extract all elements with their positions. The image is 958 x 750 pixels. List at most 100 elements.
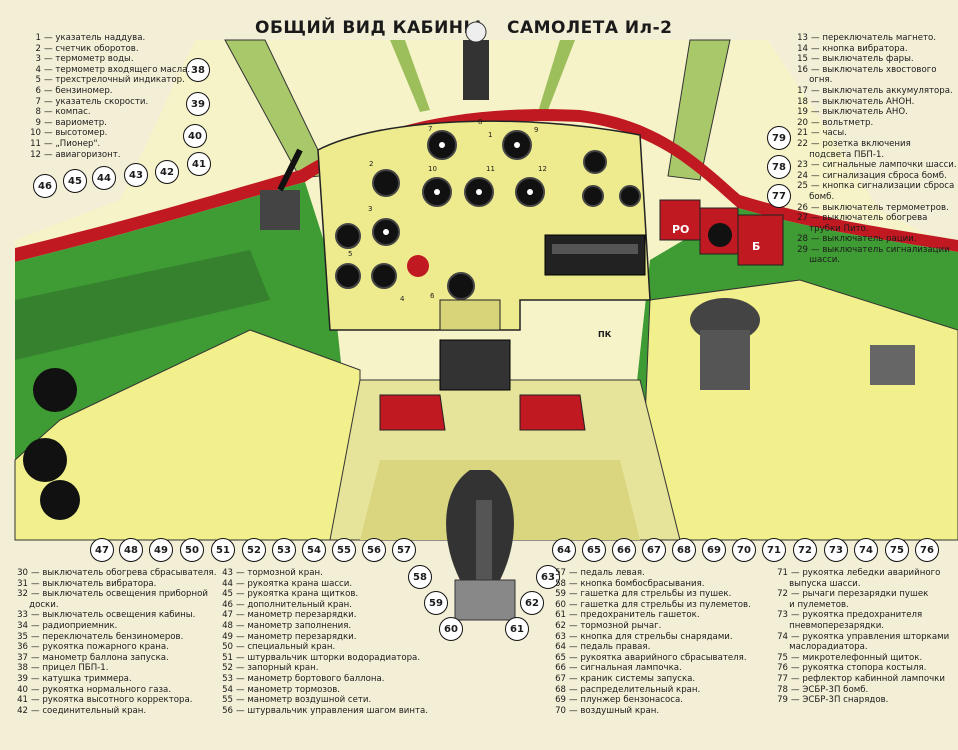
legend-entry: 36— рукоятка пожарного крана. xyxy=(10,642,216,653)
legend-number: 35 xyxy=(17,631,28,642)
legend-number: 71 xyxy=(777,568,788,578)
legend-text: — выключатель сигнализации шасси. xyxy=(809,244,950,266)
legend-text: — розетка включения подсвета ПБП-1. xyxy=(809,138,911,160)
callout-43: 43 xyxy=(124,163,148,187)
legend-text: — штурвальчик управления шагом винта. xyxy=(236,705,428,716)
callout-70: 70 xyxy=(732,538,756,562)
legend-text: — плунжер бензонасоса. xyxy=(569,695,683,706)
throttle-quadrant xyxy=(260,190,300,230)
legend-text: — выключатель аккумулятора. xyxy=(811,85,953,96)
legend-entry: 59— гашетка для стрельбы из пушек. xyxy=(548,589,751,600)
legend-entry: 33— выключатель освещения кабины. xyxy=(10,610,216,621)
legend-number: 52 xyxy=(222,663,233,674)
legend-text: — сигнализация сброса бомб. xyxy=(811,170,947,181)
legend-text: — кнопка бомбосбрасывания. xyxy=(569,578,705,589)
legend-text: — манометр заполнения. xyxy=(236,620,352,631)
legend-number: 41 xyxy=(17,695,28,706)
legend-entry: 32— выключатель освещения приборной доск… xyxy=(10,589,216,610)
legend-number: 17 xyxy=(797,85,808,96)
callout-57: 57 xyxy=(392,538,416,562)
canopy-frame-right xyxy=(667,39,731,181)
canopy-frame-center-left xyxy=(390,40,430,112)
legend-number: 63 xyxy=(555,631,566,642)
panel-number: 6 xyxy=(430,292,435,300)
callout-59: 59 xyxy=(424,591,448,615)
legend-number: 60 xyxy=(555,599,566,610)
legend-entry: 72— рычаги перезарядки пушек и пулеметов… xyxy=(770,589,949,610)
legend-text: — манометр перезарядки. xyxy=(236,631,357,642)
legend-entry: 46— дополнительный кран. xyxy=(215,600,428,611)
legend-entry: 52— запорный кран. xyxy=(215,663,428,674)
legend-text: — тормозной кран. xyxy=(236,568,323,578)
legend-entry: 69— плунжер бензонасоса. xyxy=(548,695,751,706)
callout-69: 69 xyxy=(702,538,726,562)
legend-number: 45 xyxy=(222,589,233,600)
legend-entry: 30— выключатель обогрева сбрасывателя. xyxy=(10,568,216,579)
callout-54: 54 xyxy=(302,538,326,562)
legend-text: — авиагоризонт. xyxy=(44,149,121,160)
callout-39: 39 xyxy=(186,92,210,116)
legend-text: — ЭСБР-3П бомб. xyxy=(791,684,869,695)
callout-44: 44 xyxy=(92,166,116,190)
callout-38: 38 xyxy=(186,58,210,82)
panel-number: 5 xyxy=(348,250,353,258)
legend-bottom-1: 30— выключатель обогрева сбрасывателя.31… xyxy=(10,568,216,716)
callout-67: 67 xyxy=(642,538,666,562)
legend-text: — рукоятка стопора костыля. xyxy=(791,663,927,674)
legend-text: — рукоятка лебедки аварийного выпуска ша… xyxy=(789,568,941,589)
callout-74: 74 xyxy=(854,538,878,562)
callout-75: 75 xyxy=(885,538,909,562)
callout-76: 76 xyxy=(915,538,939,562)
legend-number: 49 xyxy=(222,631,233,642)
legend-text: — рукоятка управления шторками маслоради… xyxy=(789,631,950,653)
legend-text: — выключатель термометров. xyxy=(811,202,949,213)
callout-48: 48 xyxy=(119,538,143,562)
callout-65: 65 xyxy=(582,538,606,562)
switch-panel xyxy=(544,234,646,276)
legend-number: 69 xyxy=(555,695,566,706)
title-left: ОБЩИЙ ВИД КАБИНЫ xyxy=(255,18,482,38)
legend-entry: 19— выключатель АНО. xyxy=(790,107,957,118)
legend-text: — микротелефонный щиток. xyxy=(791,652,923,663)
legend-text: — манометр тормозов. xyxy=(236,684,340,695)
legend-number: 78 xyxy=(777,684,788,695)
legend-text: — вольтметр. xyxy=(811,117,874,128)
callout-79: 79 xyxy=(767,126,791,150)
legend-text: — запорный кран. xyxy=(236,663,319,674)
callout-72: 72 xyxy=(793,538,817,562)
legend-entry: 60— гашетка для стрельбы из пулеметов. xyxy=(548,600,751,611)
legend-number: 12 xyxy=(30,149,41,160)
legend-text: — манометр бортового баллона. xyxy=(236,673,385,684)
legend-text: — указатель наддува. xyxy=(44,33,146,43)
legend-entry: 42— соединительный кран. xyxy=(10,706,216,717)
legend-entry: 66— сигнальная лампочка. xyxy=(548,663,751,674)
legend-number: 79 xyxy=(777,695,788,706)
legend-entry: 17— выключатель аккумулятора. xyxy=(790,86,957,97)
legend-text: — тормозной рычаг. xyxy=(569,620,662,631)
legend-text: — предохранитель гашеток. xyxy=(569,610,700,621)
legend-text: — ЭСБР-3П снарядов. xyxy=(791,695,889,706)
legend-entry: 71— рукоятка лебедки аварийного выпуска … xyxy=(770,568,949,589)
legend-entry: 79— ЭСБР-3П снарядов. xyxy=(770,695,949,706)
legend-text: — вариометр. xyxy=(44,117,107,128)
legend-text: — прицел ПБП-1. xyxy=(31,663,109,674)
legend-text: — сигнальные лампочки шасси. xyxy=(811,160,957,171)
esbr-box-ro xyxy=(659,199,701,241)
legend-number: 7 xyxy=(35,96,41,107)
legend-entry: 38— прицел ПБП-1. xyxy=(10,663,216,674)
callout-61: 61 xyxy=(505,617,529,641)
legend-text: — „Пионер". xyxy=(44,138,101,149)
legend-entry: 34— радиоприемник. xyxy=(10,621,216,632)
callout-55: 55 xyxy=(332,538,356,562)
legend-entry: 39— катушка триммера. xyxy=(10,674,216,685)
legend-number: 31 xyxy=(17,578,28,589)
legend-text: — рычаги перезарядки пушек и пулеметов. xyxy=(789,589,929,610)
legend-number: 74 xyxy=(777,631,788,642)
legend-number: 3 xyxy=(35,54,41,65)
legend-number: 23 xyxy=(797,160,808,171)
legend-entry: 70— воздушный кран. xyxy=(548,706,751,717)
legend-number: 51 xyxy=(222,652,233,663)
legend-text: — радиоприемник. xyxy=(31,620,118,631)
callout-40: 40 xyxy=(183,124,207,148)
legend-text: — гашетка для стрельбы из пулеметов. xyxy=(569,599,751,610)
